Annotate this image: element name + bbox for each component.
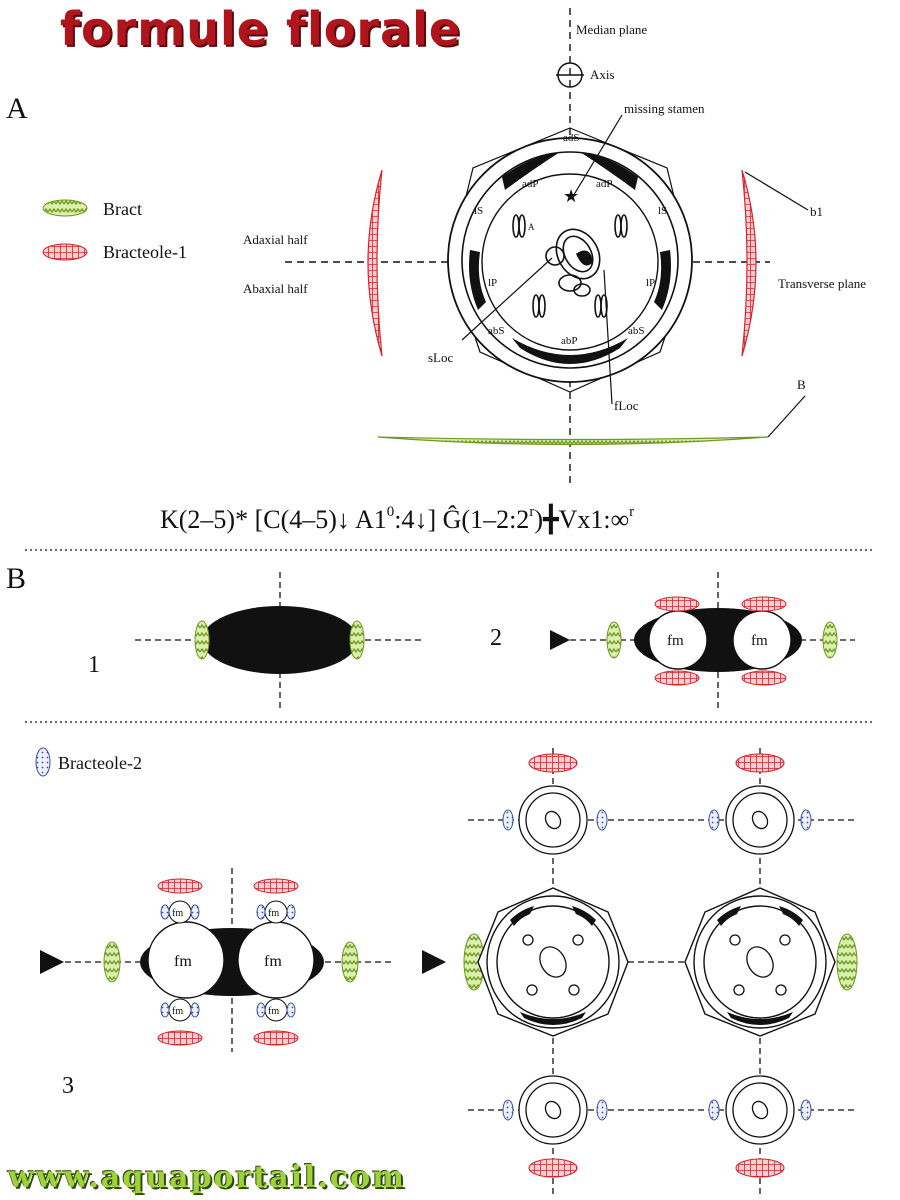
step3-right-stage (422, 748, 858, 1195)
adP-right-label: adP (596, 178, 613, 190)
abS-left-label: abS (488, 325, 505, 337)
step2-bracteole-br (741, 670, 787, 686)
flower-diagram-a: ★ adS adP adP lS lS A lP lP abS abS abP (447, 127, 693, 393)
legend-bracteole2-label: Bracteole-2 (58, 753, 142, 773)
legend-bract-swatch (42, 199, 88, 217)
floc-leader (603, 269, 613, 405)
step1-bract-left (194, 620, 210, 660)
sloc-leader (461, 257, 553, 341)
step3-small-fm-4: fm (268, 1006, 279, 1017)
bract-leader (767, 395, 806, 438)
step2-bract-right (822, 621, 838, 659)
lS-right-label: lS (658, 205, 667, 217)
petal-abaxial (512, 338, 628, 364)
step2-fm-right-label: fm (751, 633, 768, 649)
formula-g-sup: r (529, 504, 534, 520)
formula-part-2: :4↓] Ĝ(1–2:2 (394, 505, 529, 534)
step2-bracteole-tr (741, 596, 787, 612)
adS-label: adS (563, 132, 580, 144)
missing-stamen-label: missing stamen (624, 101, 705, 116)
step3-left-stage: fm fm fm fm fm fm (40, 868, 395, 1052)
panel-a-letter: A (6, 92, 28, 125)
step3-fm-left-label: fm (174, 953, 192, 970)
formula-v-sup: r (629, 504, 634, 520)
step-2-label: 2 (490, 625, 502, 651)
footer-url[interactable]: www.aquaportail.com (8, 1160, 406, 1195)
step3-small-fm-3: fm (172, 1006, 183, 1017)
step3-small-fm-1: fm (172, 908, 183, 919)
step-3-label: 3 (62, 1073, 74, 1099)
legend-bract-label: Bract (103, 199, 142, 219)
inner-whorl (481, 173, 659, 351)
step2-arrow (550, 630, 570, 650)
step3-arrow-right (422, 950, 446, 974)
step2-fm-left-label: fm (667, 633, 684, 649)
petal-lateral-right (654, 250, 671, 310)
formula-a-sup: 0 (387, 504, 395, 520)
step1-bract-right (349, 620, 365, 660)
step2-bracteole-bl (654, 670, 700, 686)
missing-stamen-leader (571, 114, 623, 199)
legend-bracteole1-swatch (42, 243, 88, 261)
page-title: formule florale (60, 2, 462, 56)
b1-leader (744, 171, 809, 211)
transverse-plane-label: Transverse plane (778, 276, 866, 291)
lS-left-label: lS (474, 205, 483, 217)
step3-fm-right-label: fm (264, 953, 282, 970)
formula-part-1: K(2–5)* [C(4–5)↓ A1 (160, 505, 387, 534)
panel-b-letter: B (6, 562, 26, 595)
abS-right-label: abS (628, 325, 645, 337)
petal-lateral-left (469, 250, 486, 310)
lP-left-label: lP (488, 277, 497, 289)
petal-adaxial-left (502, 152, 560, 190)
floc-label: fLoc (614, 398, 639, 413)
step2-bract-left (606, 621, 622, 659)
step3-fm-left (147, 921, 225, 999)
stamens (512, 214, 628, 318)
bracteole-right-a (741, 169, 757, 357)
formula-part-3: )╋Vx1:∞ (534, 503, 629, 535)
adP-left-label: adP (522, 178, 539, 190)
median-plane-label: Median plane (576, 22, 647, 37)
sloc-label: sLoc (428, 350, 454, 365)
abaxial-half-label: Abaxial half (243, 281, 308, 296)
lP-right-label: lP (646, 277, 655, 289)
missing-stamen-star: ★ (563, 186, 579, 206)
adaxial-half-label: Adaxial half (243, 232, 308, 247)
step3-arrow-left (40, 950, 64, 974)
step-1-label: 1 (88, 652, 100, 678)
bract-b-label: B (797, 377, 806, 392)
step2-bracteole-tl (654, 596, 700, 612)
bract-a (377, 436, 769, 446)
floral-formula: K(2–5)* [C(4–5)↓ A10:4↓] Ĝ(1–2:2r)╋Vx1:∞… (160, 503, 634, 535)
stamen-a-label: A (528, 222, 535, 232)
gynoecium (545, 228, 601, 297)
axis-label: Axis (590, 67, 615, 82)
legend-bracteole1-label: Bracteole-1 (103, 242, 187, 262)
abP-label: abP (561, 335, 578, 347)
b1-label: b1 (810, 204, 823, 219)
step3-small-fm-2: fm (268, 908, 279, 919)
corolla-ring (461, 151, 679, 369)
legend-bracteole2-swatch (35, 747, 51, 777)
step1-meristem (202, 606, 358, 674)
bracteole-left-a (367, 169, 383, 357)
